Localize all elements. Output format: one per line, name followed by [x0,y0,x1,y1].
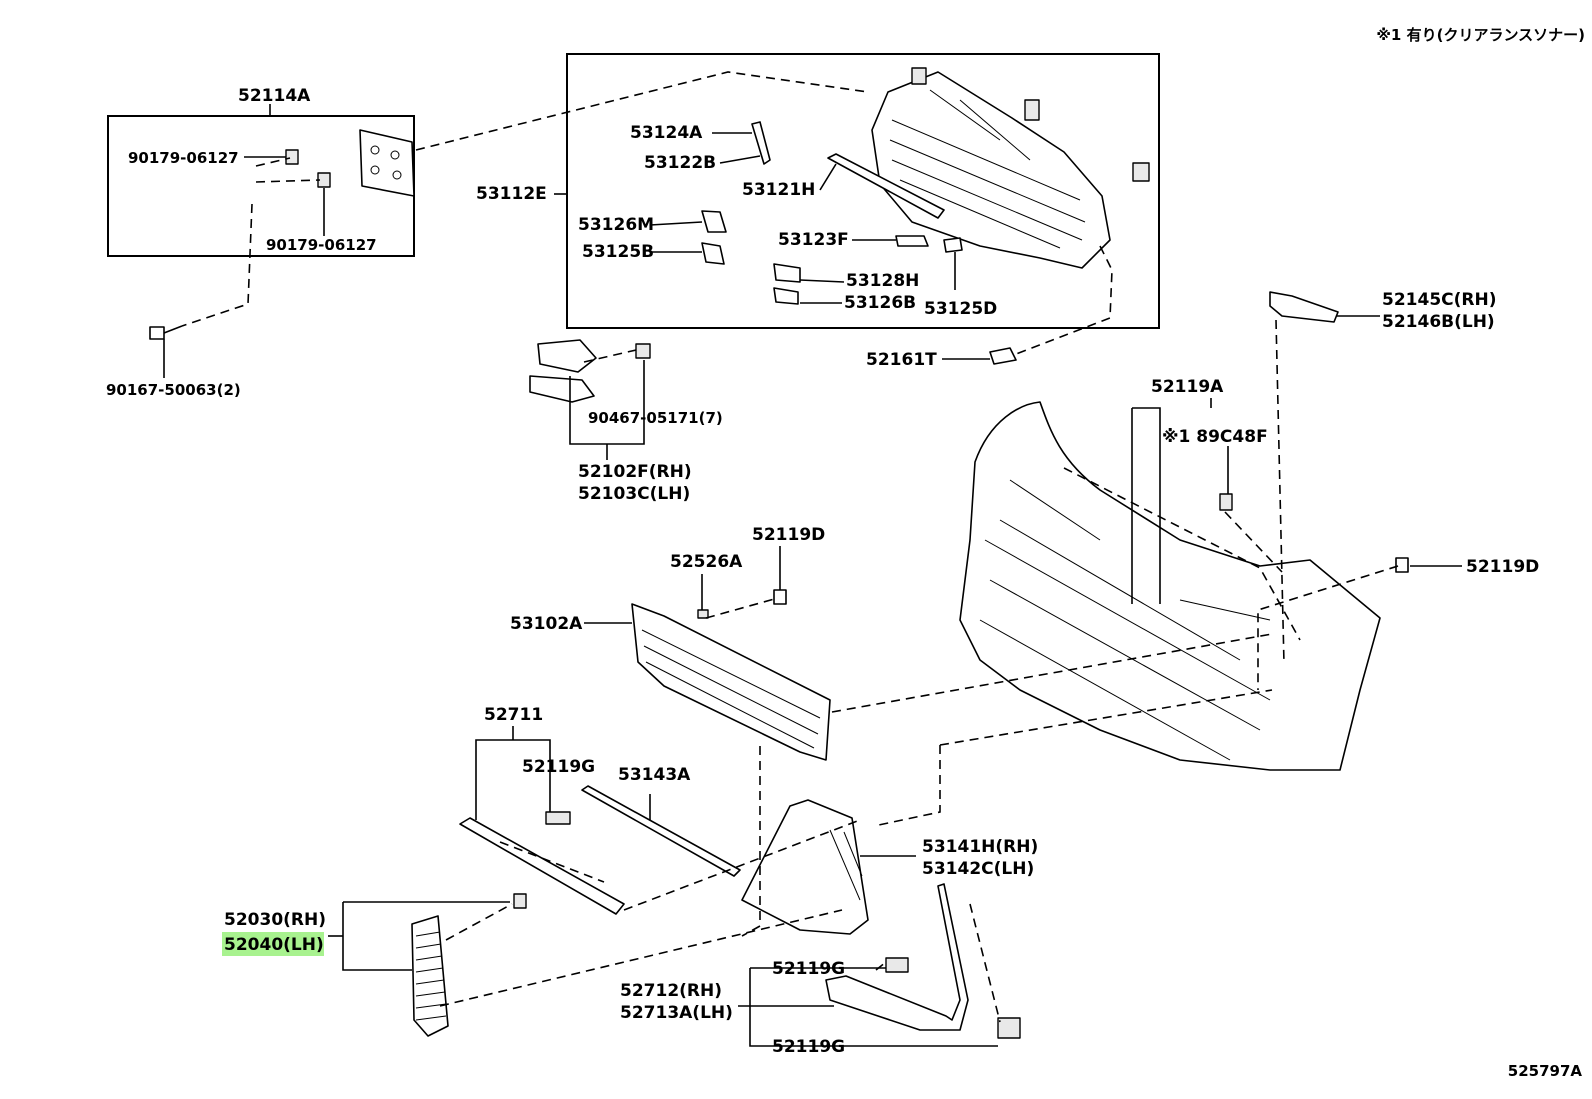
duct-icon [741,799,869,935]
clip-icon [885,957,1021,1039]
screw-icon [773,589,787,605]
label-52161T: 52161T [866,350,937,370]
label-52103C: 52103C(LH) [578,484,690,504]
label-53125B: 53125B [582,242,654,262]
label-53142C: 53142C(LH) [922,859,1034,879]
label-53128H: 53128H [846,271,919,291]
label-52030: 52030(RH) [224,910,326,930]
illustration-code: 525797A [1508,1062,1583,1080]
label-52040: 52040(LH) [224,935,324,955]
label-52526A: 52526A [670,552,743,572]
highlight-52040 [222,932,324,956]
screw-icon [1395,557,1409,573]
clip-icon [989,347,1017,365]
label-53125D: 53125D [924,299,997,319]
label-90467-05171: 90467-05171(7) [588,409,723,427]
group-box-grille [566,53,1160,329]
header-note: ※1 有り(クリアランスソナー) [1376,26,1585,44]
label-52119G-c: 52119G [772,1037,845,1057]
label-52713A: 52713A(LH) [620,1003,733,1023]
emblem-icon [751,121,771,165]
label-52146B: 52146B(LH) [1382,312,1495,332]
assembly-lines [181,71,1399,1023]
label-53141H: 53141H(RH) [922,837,1038,857]
clip-icon [545,811,571,825]
label-89C48F: ※1 89C48F [1162,427,1268,447]
moulding-icon [459,785,741,915]
label-52119D-a: 52119D [752,525,825,545]
lower-grille-icon [631,603,831,761]
bracket-icon [1269,291,1339,323]
label-52145C: 52145C(RH) [1382,290,1496,310]
label-90179-06127-b: 90179-06127 [266,236,377,254]
label-52119G-b: 52119G [772,959,845,979]
moulding-icon [701,153,963,305]
label-53143A: 53143A [618,765,691,785]
label-52711: 52711 [484,705,543,725]
screw-icon [149,325,183,340]
label-53126B: 53126B [844,293,916,313]
leader-lines [163,104,1462,1047]
side-grille-icon [411,915,449,1037]
label-53112E: 53112E [476,184,547,204]
moulding-icon [825,883,969,1031]
label-52102F: 52102F(RH) [578,462,692,482]
license-bracket-icon [359,129,415,197]
bumper-cover-icon [959,401,1381,771]
label-52119A: 52119A [1151,377,1224,397]
clip-icon [513,893,527,909]
label-90179-06127-a: 90179-06127 [128,149,239,167]
label-53122B: 53122B [644,153,716,173]
label-52712: 52712(RH) [620,981,722,1001]
label-53126M: 53126M [578,215,654,235]
label-52119D-b: 52119D [1466,557,1539,577]
clip-icon [697,609,709,619]
label-53124A: 53124A [630,123,703,143]
label-53123F: 53123F [778,230,849,250]
bracket-icon [529,339,651,403]
label-53102A: 53102A [510,614,583,634]
label-52114A: 52114A [238,86,311,106]
part-labels: 52114A 90179-06127 90179-06127 90167-500… [106,86,1539,1057]
label-90167-50063: 90167-50063(2) [106,381,241,399]
label-53121H: 53121H [742,180,815,200]
label-52119G-a: 52119G [522,757,595,777]
